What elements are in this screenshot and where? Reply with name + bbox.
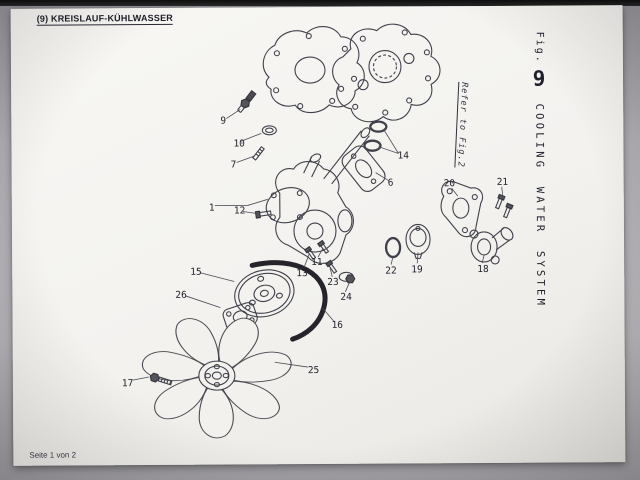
outlet-bolts	[494, 193, 514, 219]
callout-9: 9	[220, 116, 226, 127]
thermostat-o-ring	[384, 236, 402, 259]
callout-23: 23	[327, 277, 339, 288]
pump-bolts	[304, 239, 338, 274]
callout-10: 10	[233, 138, 245, 149]
cooling-fan	[141, 317, 292, 439]
callout-16: 16	[332, 320, 344, 331]
drain-plug	[338, 271, 356, 284]
outlet-gasket	[440, 180, 484, 238]
callout-15: 15	[190, 267, 202, 278]
cover-gasket-left	[262, 26, 365, 114]
callout-21: 21	[497, 177, 509, 188]
callout-25: 25	[308, 365, 320, 376]
exploded-diagram: 9 10 7 1 12 14 6 20 21 18 19 22 11 13 23…	[122, 23, 514, 439]
water-pump	[265, 153, 354, 264]
pulley	[234, 269, 295, 318]
washer-ring	[261, 125, 277, 136]
callout-14: 14	[397, 150, 409, 161]
callout-20: 20	[444, 178, 456, 189]
callout-13: 13	[296, 268, 308, 279]
callouts: 9 10 7 1 12 14 6 20 21 18 19 22 11 13 23…	[122, 116, 509, 390]
callout-1: 1	[209, 203, 215, 214]
thermostat	[405, 223, 431, 259]
bypass-pipe	[323, 127, 371, 185]
cover-gasket-right	[332, 23, 441, 123]
callout-22: 22	[385, 266, 397, 277]
pipe-gasket	[341, 145, 386, 192]
temp-sensor	[237, 89, 257, 113]
fan-belt	[249, 260, 328, 342]
callout-7: 7	[231, 159, 237, 170]
o-rings	[363, 120, 388, 152]
callout-11: 11	[311, 257, 323, 268]
photo-top-edge	[0, 0, 640, 6]
callout-12: 12	[234, 205, 246, 216]
callout-6: 6	[388, 178, 394, 189]
callout-24: 24	[340, 292, 352, 303]
leader-lines	[132, 109, 504, 381]
callout-18: 18	[477, 264, 489, 275]
callout-17: 17	[122, 378, 134, 389]
page-footer: Seite 1 von 2	[29, 450, 77, 460]
pump-bolt-12	[254, 210, 272, 219]
callout-26: 26	[175, 290, 187, 301]
fan-bolt	[149, 372, 173, 386]
stud	[252, 145, 265, 161]
water-outlet	[469, 227, 514, 265]
callout-19: 19	[411, 264, 423, 275]
document-page: (9) KREISLAUF-KÜHLWASSER Fig.9COOLING WA…	[10, 5, 626, 466]
